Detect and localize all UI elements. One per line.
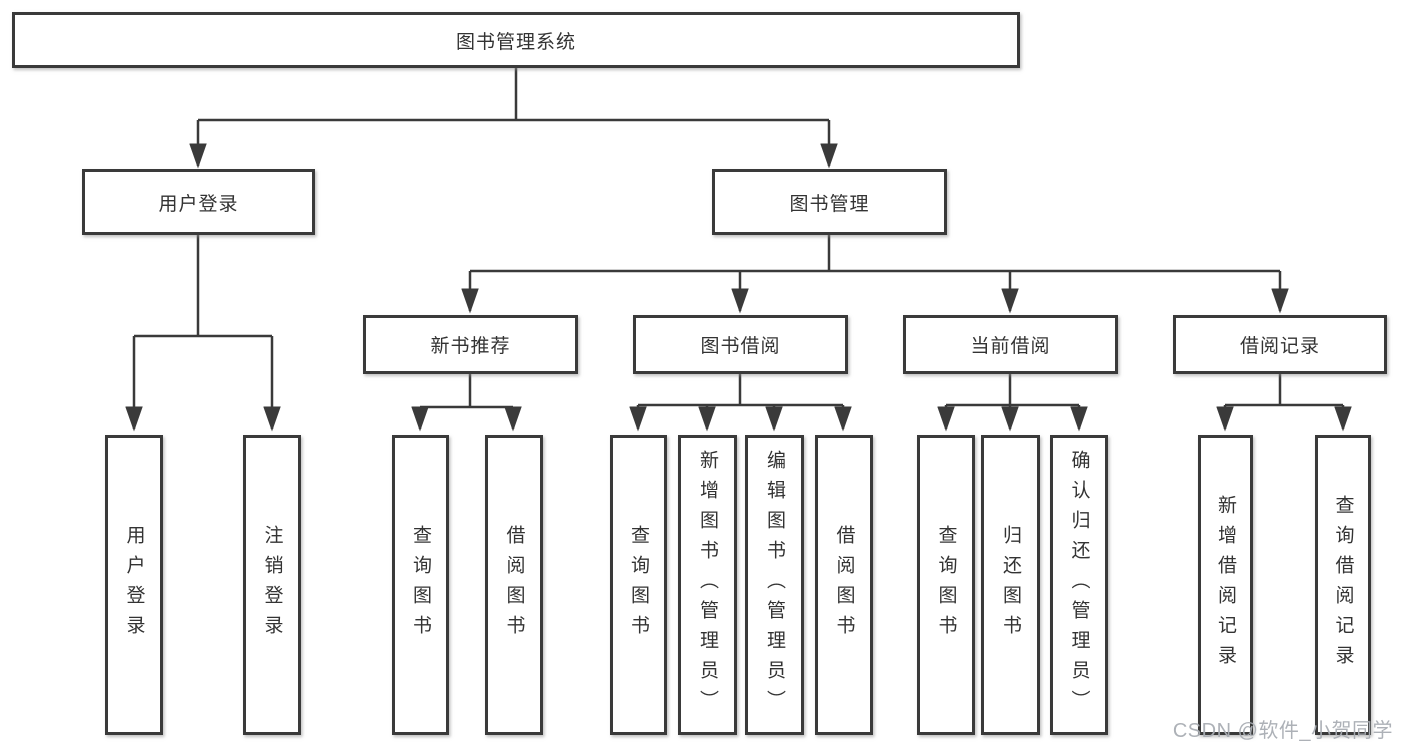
leaf-edit-book-admin-label: 编辑图书（管理员）: [764, 450, 785, 720]
node-user-login: 用户登录: [82, 169, 315, 235]
leaf-edit-book-admin: 编辑图书（管理员）: [745, 435, 804, 735]
leaf-query-borrow-record-label: 查询借阅记录: [1332, 495, 1354, 675]
node-borrow-records: 借阅记录: [1173, 315, 1387, 374]
leaf-return-book-label: 归还图书: [1000, 525, 1021, 645]
leaf-logout-login: 注销登录: [243, 435, 301, 735]
leaf-borrow-books-borrow: 借阅图书: [815, 435, 873, 735]
leaf-borrow-books-recommend-label: 借阅图书: [503, 525, 525, 645]
leaf-add-borrow-record-label: 新增借阅记录: [1215, 495, 1236, 675]
csdn-watermark: CSDN @软件_小贺同学: [1172, 720, 1393, 742]
node-new-book-recommend: 新书推荐: [363, 315, 578, 374]
leaf-add-book-admin-label: 新增图书（管理员）: [697, 450, 718, 720]
leaf-query-books-current-label: 查询图书: [935, 525, 957, 645]
leaf-confirm-return-admin: 确认归还（管理员）: [1050, 435, 1108, 735]
leaf-user-login: 用户登录: [105, 435, 163, 735]
node-current-borrow: 当前借阅: [903, 315, 1118, 374]
leaf-query-books-borrow-label: 查询图书: [628, 525, 649, 645]
leaf-query-books-current: 查询图书: [917, 435, 975, 735]
leaf-return-book: 归还图书: [981, 435, 1040, 735]
leaf-add-borrow-record: 新增借阅记录: [1198, 435, 1253, 735]
leaf-query-books-borrow: 查询图书: [610, 435, 667, 735]
leaf-add-book-admin: 新增图书（管理员）: [678, 435, 737, 735]
leaf-confirm-return-admin-label: 确认归还（管理员）: [1068, 450, 1090, 720]
leaf-query-books-recommend: 查询图书: [392, 435, 449, 735]
leaf-borrow-books-recommend: 借阅图书: [485, 435, 543, 735]
leaf-user-login-label: 用户登录: [123, 525, 145, 645]
leaf-query-books-recommend-label: 查询图书: [410, 525, 431, 645]
node-book-borrow: 图书借阅: [633, 315, 848, 374]
node-book-management: 图书管理: [712, 169, 947, 235]
leaf-query-borrow-record: 查询借阅记录: [1315, 435, 1371, 735]
node-root: 图书管理系统: [12, 12, 1020, 68]
leaf-logout-login-label: 注销登录: [261, 525, 283, 645]
leaf-borrow-books-borrow-label: 借阅图书: [833, 525, 855, 645]
